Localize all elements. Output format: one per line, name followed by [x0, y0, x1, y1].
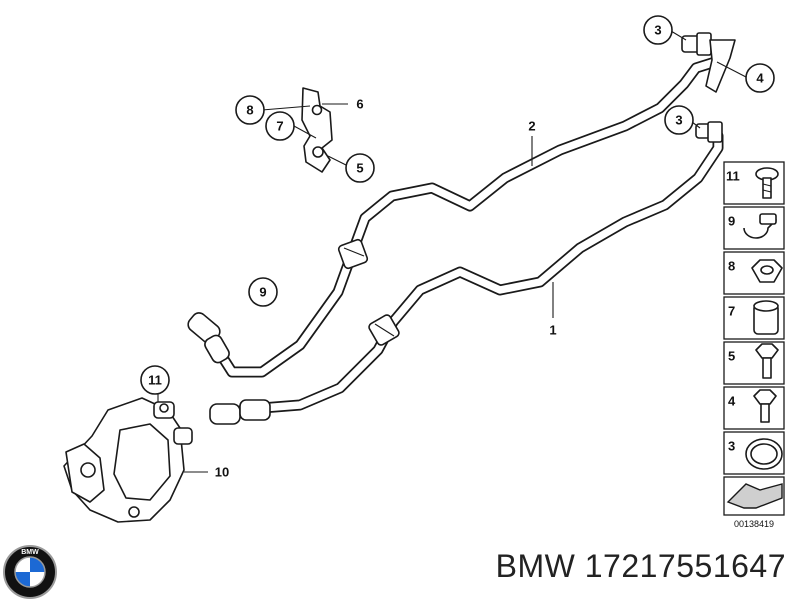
nut-icon — [751, 259, 783, 283]
hose-end-lower — [209, 399, 271, 425]
legend-label-9: 9 — [728, 214, 735, 229]
callout-5: 5 — [345, 153, 375, 183]
svg-text:4: 4 — [756, 71, 764, 86]
hose-end-upper — [187, 312, 230, 364]
legend-label-5: 5 — [728, 349, 735, 364]
oil-cooler-line-1 — [212, 130, 724, 420]
parts-legend: 11 9 8 7 5 4 3 — [723, 161, 785, 529]
callout-8: 8 — [235, 95, 265, 125]
thermostat-housing — [63, 397, 193, 523]
legend-label-4: 4 — [728, 394, 736, 409]
callout-4: 4 — [745, 63, 775, 93]
callout-11: 11 — [140, 365, 170, 395]
svg-text:BMW: BMW — [21, 549, 39, 556]
svg-text:10: 10 — [215, 465, 229, 480]
arrow-icon — [726, 483, 783, 509]
line-connector-mid — [695, 121, 723, 143]
svg-text:7: 7 — [276, 119, 283, 134]
catalog-id: 00138419 — [734, 519, 774, 529]
callout-1: 1 — [549, 323, 556, 338]
bolt-icon — [753, 389, 777, 423]
screw-icon — [755, 167, 779, 199]
callout-7: 7 — [265, 111, 295, 141]
clamp-icon — [743, 213, 777, 239]
line-connector-top — [681, 32, 736, 93]
bmw-logo: BMW — [3, 545, 57, 599]
hose-clamp-lower — [368, 314, 400, 346]
sleeve-icon — [753, 300, 779, 335]
svg-text:6: 6 — [356, 97, 363, 112]
callout-2: 2 — [528, 119, 535, 134]
oil-cooler-line-2 — [200, 56, 721, 378]
callout-9: 9 — [248, 277, 278, 307]
legend-label-11: 11 — [726, 169, 740, 184]
svg-text:3: 3 — [654, 23, 661, 38]
svg-text:3: 3 — [675, 113, 682, 128]
bracket — [301, 87, 333, 173]
part-number-caption: BMW 17217551647 — [495, 548, 786, 584]
legend-label-8: 8 — [728, 259, 735, 274]
callout-3-mid: 3 — [664, 105, 694, 135]
svg-text:9: 9 — [259, 285, 266, 300]
leader-lines — [157, 30, 747, 473]
o-ring-icon — [745, 438, 783, 470]
callout-3-top: 3 — [643, 15, 673, 45]
bolt-icon — [755, 343, 779, 379]
legend-label-7: 7 — [728, 304, 735, 319]
legend-label-3: 3 — [728, 439, 735, 454]
svg-text:11: 11 — [148, 373, 162, 388]
svg-text:2: 2 — [528, 119, 535, 134]
callout-6: 6 — [356, 97, 363, 112]
svg-text:8: 8 — [246, 103, 253, 118]
svg-text:5: 5 — [356, 161, 363, 176]
hose-clamp-upper — [337, 238, 369, 270]
callout-10: 10 — [215, 465, 229, 480]
svg-text:1: 1 — [549, 323, 556, 338]
